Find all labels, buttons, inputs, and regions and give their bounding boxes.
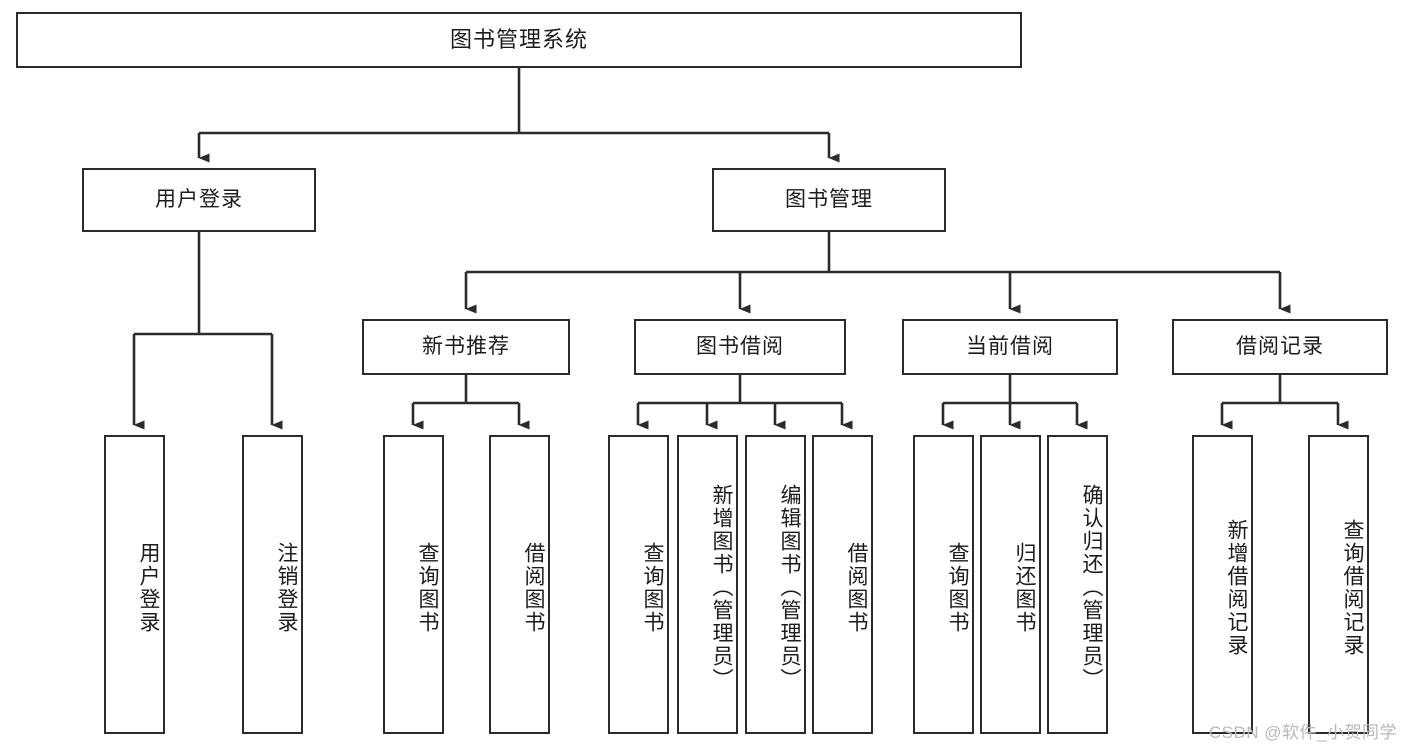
leaf-query-book-recommend[interactable]: 查询图书 <box>383 435 444 734</box>
node-label: 图书管理 <box>785 188 873 212</box>
node-book-manage[interactable]: 图书管理 <box>712 168 946 232</box>
node-current-borrow[interactable]: 当前借阅 <box>902 319 1118 375</box>
leaf-return-book[interactable]: 归还图书 <box>980 435 1041 734</box>
leaf-logout-login[interactable]: 注销登录 <box>242 435 303 734</box>
node-label: 新增图书（管理员） <box>710 484 733 691</box>
leaf-edit-book-admin[interactable]: 编辑图书（管理员） <box>745 435 806 734</box>
node-label: 借阅记录 <box>1236 335 1324 359</box>
node-label: 新书推荐 <box>422 335 510 359</box>
node-label: 新增借阅记录 <box>1225 518 1248 657</box>
node-borrow-record[interactable]: 借阅记录 <box>1172 319 1388 375</box>
leaf-confirm-return-admin[interactable]: 确认归还（管理员） <box>1047 435 1108 734</box>
node-label: 编辑图书（管理员） <box>778 484 801 691</box>
leaf-user-login[interactable]: 用户登录 <box>104 435 165 734</box>
node-label: 借阅图书 <box>845 541 868 634</box>
node-label: 查询图书 <box>946 541 969 634</box>
node-label: 归还图书 <box>1013 541 1036 634</box>
leaf-borrow-book-action[interactable]: 借阅图书 <box>812 435 873 734</box>
leaf-add-book-admin[interactable]: 新增图书（管理员） <box>677 435 738 734</box>
node-label: 查询图书 <box>641 541 664 634</box>
node-book-borrow[interactable]: 图书借阅 <box>634 319 846 375</box>
node-root-system[interactable]: 图书管理系统 <box>16 12 1022 68</box>
leaf-query-book-current[interactable]: 查询图书 <box>913 435 974 734</box>
leaf-add-borrow-record[interactable]: 新增借阅记录 <box>1192 435 1253 734</box>
leaf-query-book-borrow[interactable]: 查询图书 <box>608 435 669 734</box>
leaf-query-borrow-record[interactable]: 查询借阅记录 <box>1308 435 1369 734</box>
node-label: 查询借阅记录 <box>1341 518 1364 657</box>
node-label: 当前借阅 <box>966 335 1054 359</box>
node-label: 借阅图书 <box>522 541 545 634</box>
node-label: 用户登录 <box>137 541 160 634</box>
node-label: 查询图书 <box>416 541 439 634</box>
node-label: 图书管理系统 <box>449 26 588 52</box>
node-label: 确认归还（管理员） <box>1080 484 1103 691</box>
watermark-text: CSDN @软件_小贺同学 <box>1208 723 1397 742</box>
node-label: 用户登录 <box>155 188 243 212</box>
node-new-book-recommend[interactable]: 新书推荐 <box>362 319 570 375</box>
node-user-login[interactable]: 用户登录 <box>82 168 316 232</box>
node-label: 图书借阅 <box>696 335 784 359</box>
leaf-borrow-book-recommend[interactable]: 借阅图书 <box>489 435 550 734</box>
node-label: 注销登录 <box>275 541 298 634</box>
